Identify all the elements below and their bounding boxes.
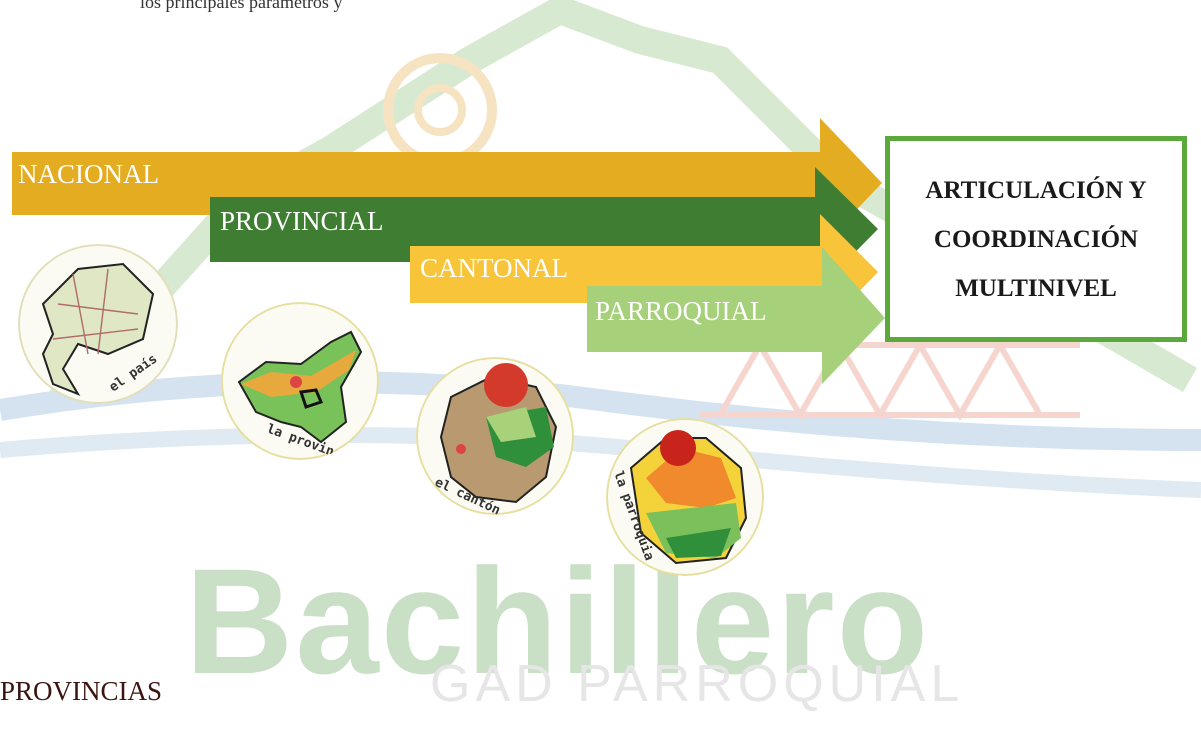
arrow-nacional	[12, 118, 882, 248]
watermark-subtitle: GAD PARROQUIAL	[430, 655, 965, 713]
result-line-3: MULTINIVEL	[955, 274, 1117, 302]
result-line-2: COORDINACIÓN	[933, 225, 1139, 253]
level-label-parroquial: PARROQUIAL	[595, 296, 767, 326]
level-label-cantonal: CANTONAL	[420, 253, 568, 283]
map-pais: el país	[18, 244, 178, 404]
top-text-fragment: los principales parámetros y	[140, 0, 343, 12]
result-box: ARTICULACIÓN Y COORDINACIÓN MULTINIVEL	[885, 136, 1187, 342]
map-provincia: la provincia	[221, 302, 379, 460]
arrow-parroquial	[587, 247, 885, 384]
level-label-nacional: NACIONAL	[18, 159, 159, 189]
watermark-title: Bachillero	[185, 537, 931, 705]
section-heading: PROVINCIAS	[0, 676, 163, 706]
result-line-1: ARTICULACIÓN Y	[925, 176, 1147, 204]
watermark-sun-core	[414, 84, 466, 136]
map-parroquia: la parroquia	[606, 418, 764, 576]
country-shape	[41, 262, 155, 397]
watermark-wave-1	[0, 371, 1201, 451]
map-canton: el cantón	[416, 357, 574, 515]
level-label-provincial: PROVINCIAL	[220, 206, 384, 236]
